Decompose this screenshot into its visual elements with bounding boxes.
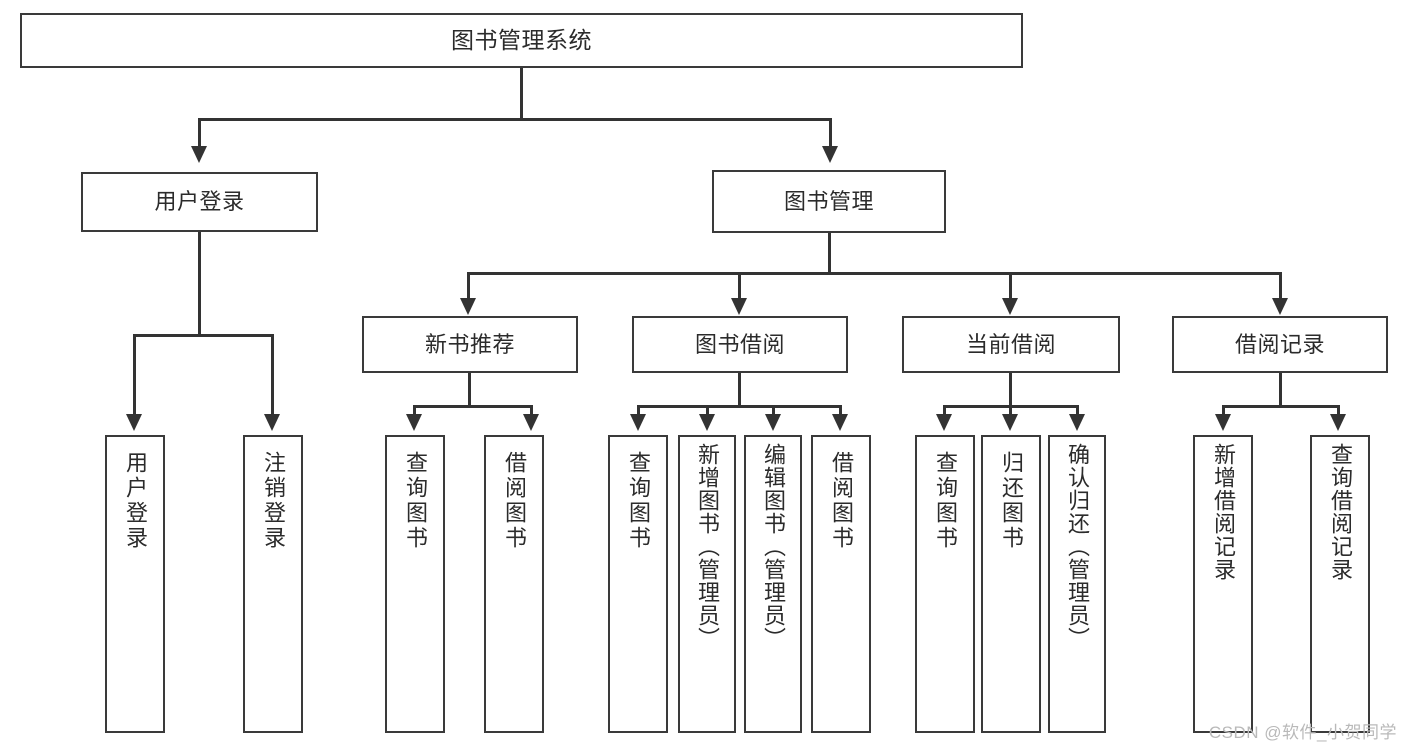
node-label: 图书管理系统 — [451, 26, 592, 53]
arrow-to-add-record — [1215, 414, 1231, 431]
node-label: 新增借阅记录 — [1211, 443, 1236, 581]
node-leaf-borrow-book-2[interactable]: 借阅图书 — [811, 435, 871, 733]
node-label: 借阅图书 — [502, 451, 527, 551]
node-leaf-return-book[interactable]: 归还图书 — [981, 435, 1041, 733]
node-label: 新书推荐 — [424, 331, 515, 357]
arrow-to-borrow-record — [1272, 298, 1288, 315]
node-label: 查询图书 — [933, 451, 958, 551]
edge-drop-query-record — [1337, 405, 1340, 417]
arrow-to-edit-book — [765, 414, 781, 431]
arrow-to-query-book-3 — [936, 414, 952, 431]
arrow-to-new-book-recommend — [460, 298, 476, 315]
node-leaf-query-book-3[interactable]: 查询图书 — [915, 435, 975, 733]
arrow-to-return-book — [1002, 414, 1018, 431]
node-root-system[interactable]: 图书管理系统 — [20, 13, 1023, 68]
edge-book-borrow-bus — [637, 405, 841, 408]
node-book-borrow[interactable]: 图书借阅 — [632, 316, 848, 373]
node-label: 新增图书（管理员） — [695, 443, 720, 650]
node-user-login[interactable]: 用户登录 — [81, 172, 318, 232]
edge-drop-query-book-1 — [413, 405, 416, 417]
node-label: 图书管理 — [783, 188, 874, 214]
arrow-to-book-borrow — [731, 298, 747, 315]
edge-drop-new-book-recommend — [467, 272, 470, 300]
node-new-book-recommend[interactable]: 新书推荐 — [362, 316, 578, 373]
arrow-to-user-login — [191, 146, 207, 163]
node-label: 当前借阅 — [965, 331, 1056, 357]
node-label: 查询图书 — [626, 451, 651, 551]
edge-tier1-drop-book-manage — [829, 118, 832, 148]
node-leaf-query-record[interactable]: 查询借阅记录 — [1310, 435, 1370, 733]
edge-drop-leaf-user-login — [133, 334, 136, 416]
edge-drop-query-book-3 — [943, 405, 946, 417]
node-label: 查询借阅记录 — [1328, 443, 1353, 581]
edge-drop-book-borrow — [738, 272, 741, 300]
edge-tier1-bus — [198, 118, 832, 121]
edge-new-book-recommend-stem — [468, 373, 471, 408]
edge-drop-query-book-2 — [637, 405, 640, 417]
edge-borrow-record-stem — [1279, 373, 1282, 408]
edge-book-manage-stem — [828, 233, 831, 275]
edge-current-borrow-stem — [1009, 373, 1012, 408]
node-leaf-borrow-book-1[interactable]: 借阅图书 — [484, 435, 544, 733]
node-label: 编辑图书（管理员） — [761, 443, 786, 650]
node-leaf-query-book-1[interactable]: 查询图书 — [385, 435, 445, 733]
edge-drop-current-borrow — [1009, 272, 1012, 300]
edge-tier1-drop-user-login — [198, 118, 201, 148]
node-label: 归还图书 — [999, 451, 1024, 551]
node-book-manage[interactable]: 图书管理 — [712, 170, 946, 233]
edge-book-borrow-stem — [738, 373, 741, 408]
node-label: 借阅记录 — [1234, 331, 1325, 357]
edge-drop-borrow-book-1 — [530, 405, 533, 417]
node-leaf-logout-login[interactable]: 注销登录 — [243, 435, 303, 733]
node-leaf-confirm-return[interactable]: 确认归还（管理员） — [1048, 435, 1106, 733]
edge-new-book-recommend-bus — [413, 405, 533, 408]
node-leaf-add-record[interactable]: 新增借阅记录 — [1193, 435, 1253, 733]
edge-root-stem — [520, 68, 523, 120]
arrow-to-current-borrow — [1002, 298, 1018, 315]
node-label: 图书借阅 — [694, 331, 785, 357]
edge-borrow-record-bus — [1222, 405, 1340, 408]
edge-user-login-bus — [133, 334, 273, 337]
node-leaf-user-login[interactable]: 用户登录 — [105, 435, 165, 733]
edge-drop-confirm-return — [1076, 405, 1079, 417]
arrow-to-query-book-2 — [630, 414, 646, 431]
node-label: 借阅图书 — [829, 451, 854, 551]
arrow-to-borrow-book-1 — [523, 414, 539, 431]
arrow-to-query-book-1 — [406, 414, 422, 431]
node-label: 确认归还（管理员） — [1065, 443, 1090, 650]
node-leaf-query-book-2[interactable]: 查询图书 — [608, 435, 668, 733]
edge-user-login-stem — [198, 232, 201, 337]
edge-drop-borrow-record — [1279, 272, 1282, 300]
arrow-to-add-book — [699, 414, 715, 431]
node-borrow-record[interactable]: 借阅记录 — [1172, 316, 1388, 373]
edge-drop-add-book — [706, 405, 709, 417]
arrow-to-book-manage — [822, 146, 838, 163]
edge-tier2-bus — [467, 272, 1279, 275]
arrow-to-leaf-user-login — [126, 414, 142, 431]
arrow-to-query-record — [1330, 414, 1346, 431]
node-label: 用户登录 — [123, 451, 148, 551]
edge-drop-edit-book — [772, 405, 775, 417]
edge-drop-add-record — [1222, 405, 1225, 417]
node-label: 用户登录 — [154, 189, 245, 215]
arrow-to-borrow-book-2 — [832, 414, 848, 431]
arrow-to-confirm-return — [1069, 414, 1085, 431]
edge-drop-return-book — [1009, 405, 1012, 417]
node-current-borrow[interactable]: 当前借阅 — [902, 316, 1120, 373]
node-label: 注销登录 — [261, 451, 286, 551]
node-label: 查询图书 — [403, 451, 428, 551]
edge-drop-borrow-book-2 — [839, 405, 842, 417]
edge-drop-leaf-logout — [271, 334, 274, 416]
node-leaf-add-book[interactable]: 新增图书（管理员） — [678, 435, 736, 733]
arrow-to-leaf-logout — [264, 414, 280, 431]
node-leaf-edit-book[interactable]: 编辑图书（管理员） — [744, 435, 802, 733]
